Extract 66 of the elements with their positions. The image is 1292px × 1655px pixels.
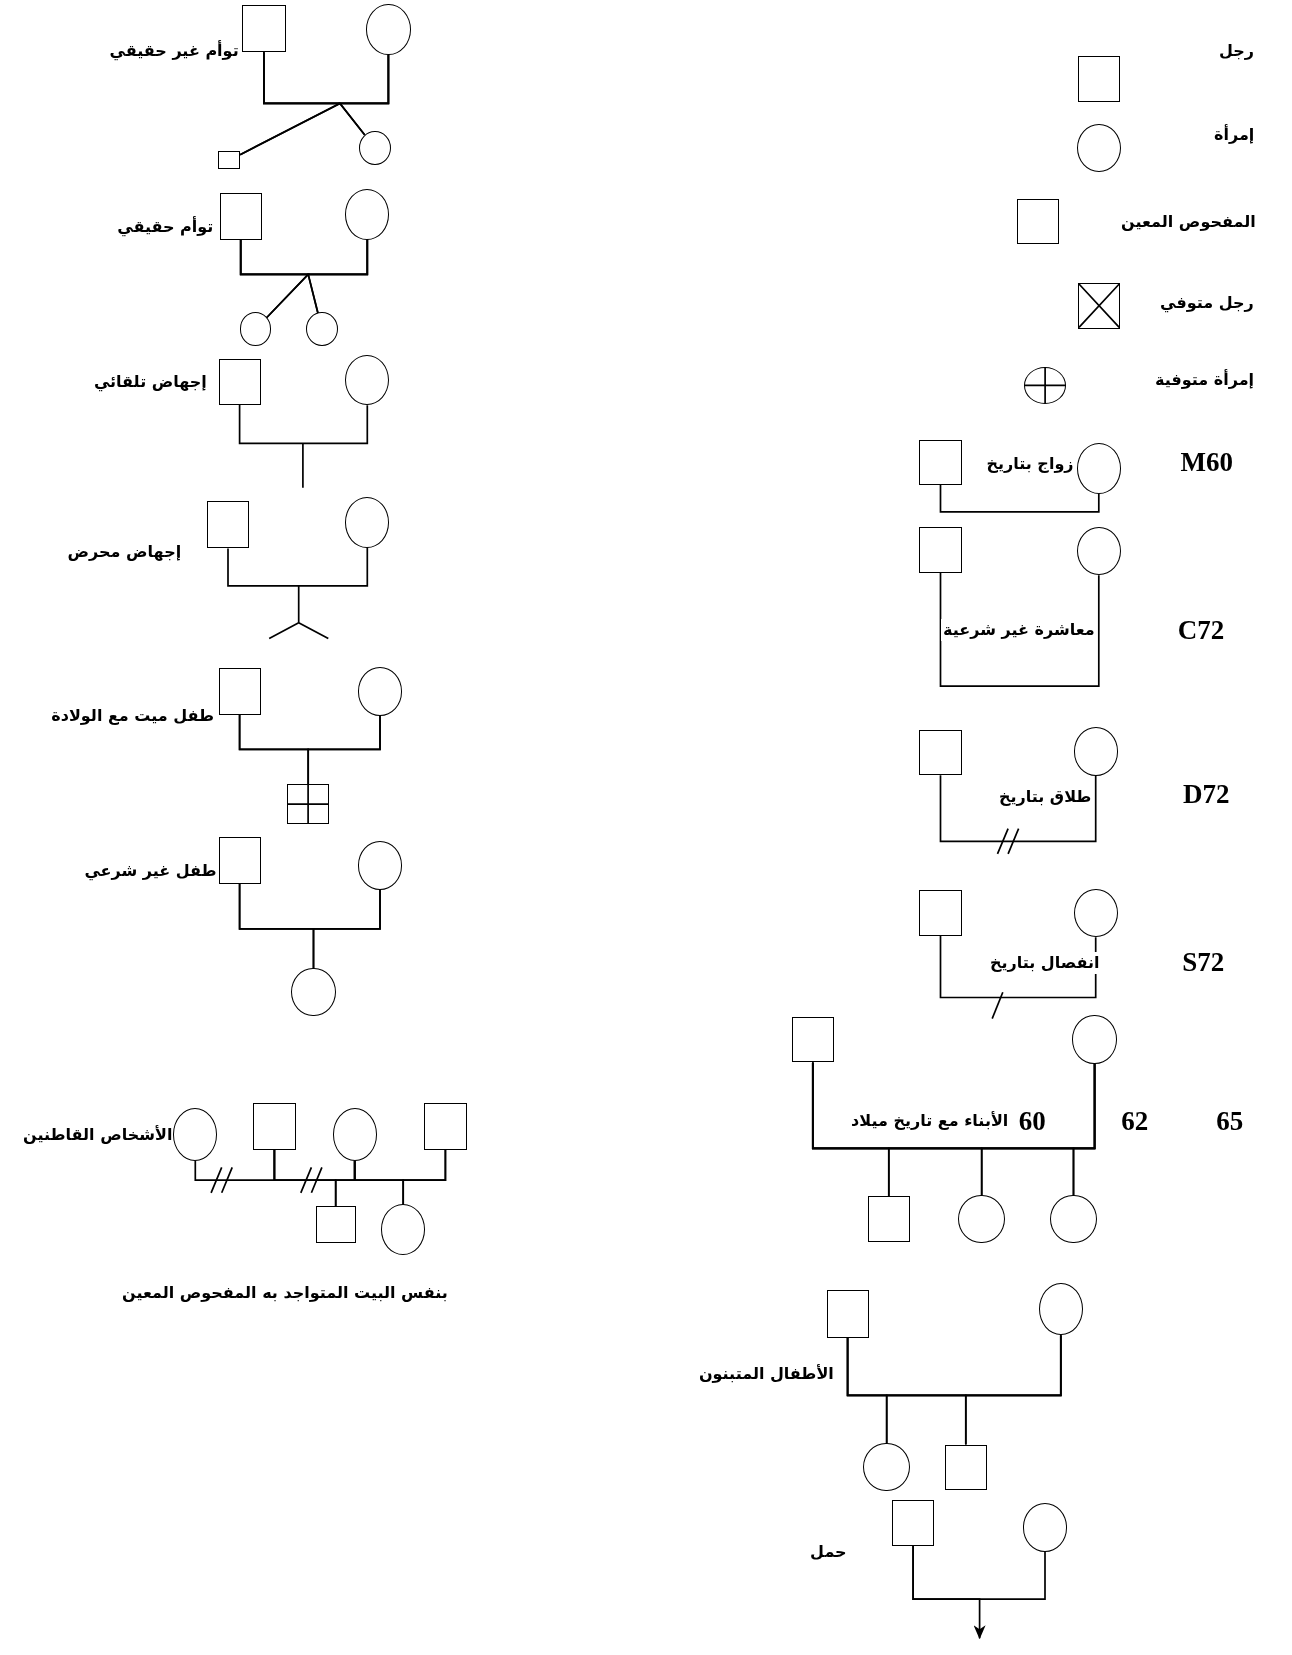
- code-label: 65: [1216, 1106, 1244, 1136]
- square-symbol: [219, 192, 262, 241]
- square-symbol: [944, 1444, 987, 1490]
- circle-symbol: [1023, 366, 1067, 404]
- caption-text: إجهاض محرض: [67, 541, 182, 564]
- caption-text: رجل: [1219, 39, 1255, 62]
- connector-line: [307, 714, 381, 786]
- connector-line: [338, 54, 390, 136]
- connector-line: [1072, 1063, 1096, 1196]
- square-symbol: [919, 890, 962, 936]
- edge-label: معاشرة غير شرعية: [941, 619, 1097, 642]
- caption-text: الأطفال المتبنون: [698, 1363, 834, 1386]
- code-label: 60: [1018, 1106, 1046, 1136]
- edge-label: انفصال بتاريخ: [988, 951, 1102, 974]
- code-label: D72: [1183, 778, 1230, 809]
- square-symbol: [791, 1017, 834, 1063]
- connector-line: [238, 403, 369, 445]
- circle-symbol: [1072, 1015, 1117, 1064]
- code-label: C72: [1177, 615, 1225, 646]
- square-symbol: [1016, 198, 1059, 245]
- connector-line: [939, 774, 1097, 843]
- arrow: [912, 1545, 986, 1640]
- caption-text: رجل متوفي: [1160, 291, 1254, 314]
- square-symbol: [253, 1102, 296, 1150]
- code-label: 62: [1121, 1106, 1149, 1136]
- square-symbol: [206, 500, 250, 549]
- connector-line: [402, 1149, 447, 1206]
- square-symbol: [919, 729, 962, 776]
- caption-text: توأم غير حقيقي: [109, 39, 239, 62]
- square-symbol: [867, 1196, 910, 1242]
- connector-line: [939, 934, 1097, 999]
- code-label: S72: [1182, 946, 1225, 977]
- caption-text: توأم حقيقي: [117, 215, 214, 238]
- caption-text: بنفس البيت المتواجد به المفحوص المعين: [122, 1282, 448, 1305]
- square-symbol: [218, 836, 261, 884]
- connector-line: [939, 484, 1100, 513]
- caption-text: الأبناء مع تاريخ ميلاد: [851, 1110, 1009, 1132]
- caption-text: إجهاض تلقائي: [93, 371, 207, 394]
- square-symbol: [919, 527, 962, 573]
- square-symbol: [891, 1500, 935, 1546]
- caption-text: طفل ميت مع الولادة: [51, 704, 215, 727]
- connector-line: [227, 546, 369, 587]
- square-symbol: [424, 1102, 467, 1150]
- code-label: M60: [1180, 447, 1233, 478]
- connector-line: [312, 888, 381, 969]
- square-symbol: [218, 359, 261, 405]
- square-symbol: [826, 1290, 869, 1338]
- caption-text: حمل: [810, 1540, 847, 1563]
- square-symbol: [218, 667, 261, 716]
- circle-symbol: [366, 4, 411, 55]
- square-symbol: [919, 439, 962, 485]
- caption-text: المفحوص المعين: [1121, 210, 1256, 233]
- caption-text: طفل غير شرعي: [84, 859, 217, 882]
- square-symbol: [217, 151, 241, 170]
- square-symbol: [1077, 56, 1120, 102]
- connector-line: [964, 1334, 1062, 1446]
- square-symbol: [1077, 283, 1120, 329]
- square-symbol: [287, 784, 330, 825]
- caption-text: إمرأة متوفية: [1155, 369, 1255, 391]
- caption-text: زواج بتاريخ: [986, 453, 1074, 476]
- connector-line: [307, 238, 369, 314]
- circle-symbol: [239, 312, 272, 347]
- square-symbol: [315, 1205, 356, 1243]
- caption-text: إمرأة: [1214, 124, 1255, 147]
- connector-line: [939, 571, 1100, 687]
- square-symbol: [241, 4, 287, 53]
